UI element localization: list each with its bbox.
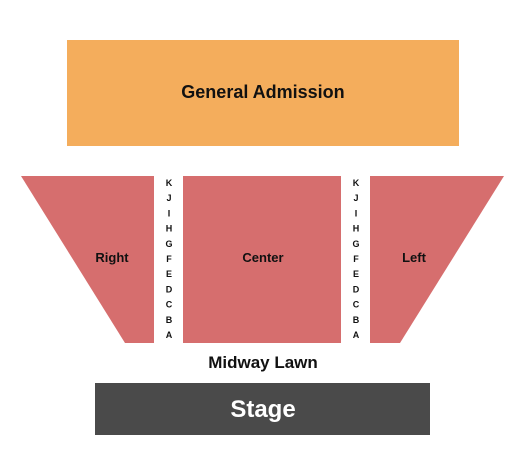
- row-label-left-c: C: [166, 300, 173, 310]
- row-label-left-d: D: [166, 284, 173, 294]
- row-label-left-a: A: [166, 330, 173, 340]
- left-section-label: Left: [402, 250, 427, 265]
- row-label-right-k: K: [353, 178, 360, 188]
- row-label-left-e: E: [166, 269, 172, 279]
- right-section-area[interactable]: [21, 176, 154, 343]
- row-label-left-i: I: [168, 208, 171, 218]
- row-label-left-h: H: [166, 224, 173, 234]
- general-admission-label: General Admission: [181, 82, 344, 102]
- general-admission-area[interactable]: [67, 40, 459, 146]
- row-label-right-f: F: [353, 254, 359, 264]
- section-center[interactable]: Center: [183, 176, 341, 343]
- row-label-left-g: G: [165, 239, 172, 249]
- row-label-right-j: J: [353, 193, 358, 203]
- center-section-area[interactable]: [183, 176, 341, 343]
- midway-lawn-label: Midway Lawn: [208, 353, 318, 372]
- section-general-admission[interactable]: General Admission: [67, 40, 459, 146]
- row-label-right-i: I: [355, 208, 358, 218]
- left-section-area[interactable]: [370, 176, 504, 343]
- right-section-label: Right: [95, 250, 129, 265]
- section-left[interactable]: Left: [370, 176, 504, 343]
- section-right[interactable]: Right: [21, 176, 154, 343]
- stage-area: [95, 383, 430, 435]
- row-label-left-b: B: [166, 315, 173, 325]
- center-section-label: Center: [242, 250, 283, 265]
- row-label-left-j: J: [166, 193, 171, 203]
- row-label-right-a: A: [353, 330, 360, 340]
- row-label-right-c: C: [353, 300, 360, 310]
- row-label-left-k: K: [166, 178, 173, 188]
- stage-label: Stage: [230, 396, 295, 423]
- stage: Stage: [95, 383, 430, 435]
- row-label-left-f: F: [166, 254, 172, 264]
- row-label-right-g: G: [352, 239, 359, 249]
- row-label-right-h: H: [353, 224, 360, 234]
- row-label-right-b: B: [353, 315, 360, 325]
- row-label-right-d: D: [353, 284, 360, 294]
- row-label-right-e: E: [353, 269, 359, 279]
